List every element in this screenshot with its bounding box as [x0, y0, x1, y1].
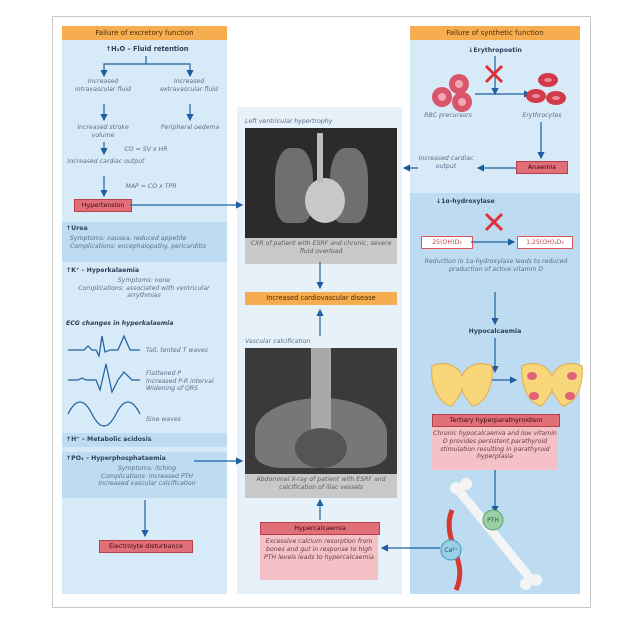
synthetic-header: Failure of synthetic function	[410, 26, 580, 40]
ecg-sine-wave	[67, 401, 141, 427]
cardiac-output-right: Increased cardiac output	[418, 155, 474, 170]
axr-caption: Abdominal X-ray of patient with ESRF and…	[245, 474, 397, 498]
po4-title: ↑PO₄ – Hyperphosphataemia	[66, 455, 166, 462]
fluid-retention-label: ↑H₂O – Fluid retention	[105, 45, 189, 53]
calcium-bubble: Ca²⁺	[440, 539, 462, 561]
po4-band	[62, 452, 227, 498]
hydroxylase-label: ↓1α-hydroxylase	[436, 198, 495, 205]
excretory-header: Failure of excretory function	[62, 26, 227, 40]
rbc-precursor-cells	[432, 74, 472, 112]
extravascular-label: Increased extravascular fluid	[160, 78, 218, 93]
svg-text:PTH: PTH	[487, 517, 499, 524]
oedema-label: Peripheral oedema	[160, 124, 220, 131]
ecg-title: ECG changes in hyperkalaemia	[66, 320, 174, 327]
acidosis-band	[62, 433, 227, 447]
intravascular-label: Increased intravascular fluid	[75, 78, 131, 93]
pth-bubble: PTH	[482, 509, 504, 531]
thyroid-hyperplasia	[521, 363, 583, 407]
hypocalcaemia-label: Hypocalcaemia	[468, 328, 522, 335]
vascular-label: Vascular calcification	[245, 338, 311, 345]
co-formula: CO = SV x HR	[124, 146, 168, 153]
acidosis-label: ↑H⁺ – Metabolic acidosis	[66, 436, 152, 443]
po4-text: Symptoms: itching Complications: increas…	[98, 465, 196, 488]
map-formula: MAP = CO x TPR	[125, 183, 177, 190]
lvh-label: Left ventricular hypertrophy	[245, 118, 333, 125]
chest-xray-image	[245, 128, 397, 238]
ecg-tented-t	[68, 334, 140, 358]
cvd-box: Increased cardiovascular disease	[245, 292, 397, 305]
k-title: ↑K⁺ – Hyperkalaemia	[66, 267, 140, 274]
anaemia-box: Anaemia	[516, 161, 568, 174]
arrow-intravascular	[100, 56, 147, 78]
vitd-text: Reduction in 1α-hydroxylase leads to red…	[424, 258, 568, 273]
abdominal-xray-image	[245, 348, 397, 474]
svg-text:Ca²⁺: Ca²⁺	[444, 547, 457, 554]
tertiary-text: Chronic hypocalcaemia and low vitamin D …	[432, 427, 558, 470]
ecg-caption-2: Flattened P Increased P-R interval Widen…	[146, 370, 214, 393]
urea-text: Symptoms: nausea, reduced appetite Compl…	[70, 235, 206, 250]
cardiac-output-left: Increased cardiac output	[67, 158, 145, 165]
k-text: Symptoms: none Complications: associated…	[78, 277, 210, 300]
stroke-volume-label: Increased stroke volume	[77, 124, 129, 139]
urea-title: ↑Urea	[66, 225, 88, 232]
hypertension-box: Hypertension	[74, 199, 132, 212]
vitd-125-box: 1,25(OH)₂D₃	[517, 236, 573, 249]
electrolyte-box: Electrolyte disturbance	[99, 540, 193, 553]
block-cross-hydroxylase	[484, 212, 504, 232]
ecg-caption-1: Tall, tented T waves	[146, 347, 208, 354]
ecg-caption-3: Sine waves	[146, 416, 181, 423]
bone-icon	[450, 478, 542, 590]
vitd-25-box: 25(OH)D₃	[421, 236, 473, 249]
rbc-label: RBC precursors	[424, 112, 472, 119]
urea-band	[62, 222, 227, 262]
erythrocyte-cells	[526, 73, 566, 105]
hypercalcaemia-text: Excessive calcium resorption from bones …	[260, 535, 378, 580]
arrow-extravascular	[146, 63, 194, 78]
hypercalcaemia-title: Hypercalcaemia	[260, 522, 380, 535]
thyroid-normal	[431, 363, 493, 407]
excretory-panel	[62, 26, 227, 594]
erythrocytes-label: Erythrocytes	[522, 112, 562, 119]
tertiary-title: Tertiary hyperparathyroidism	[432, 414, 560, 427]
cxr-caption: CXR of patient with ESRF and chronic, se…	[245, 238, 397, 264]
block-cross-epo	[484, 64, 504, 84]
epo-label: ↓Erythropoetin	[468, 47, 522, 54]
ecg-widened-qrs	[68, 363, 140, 394]
